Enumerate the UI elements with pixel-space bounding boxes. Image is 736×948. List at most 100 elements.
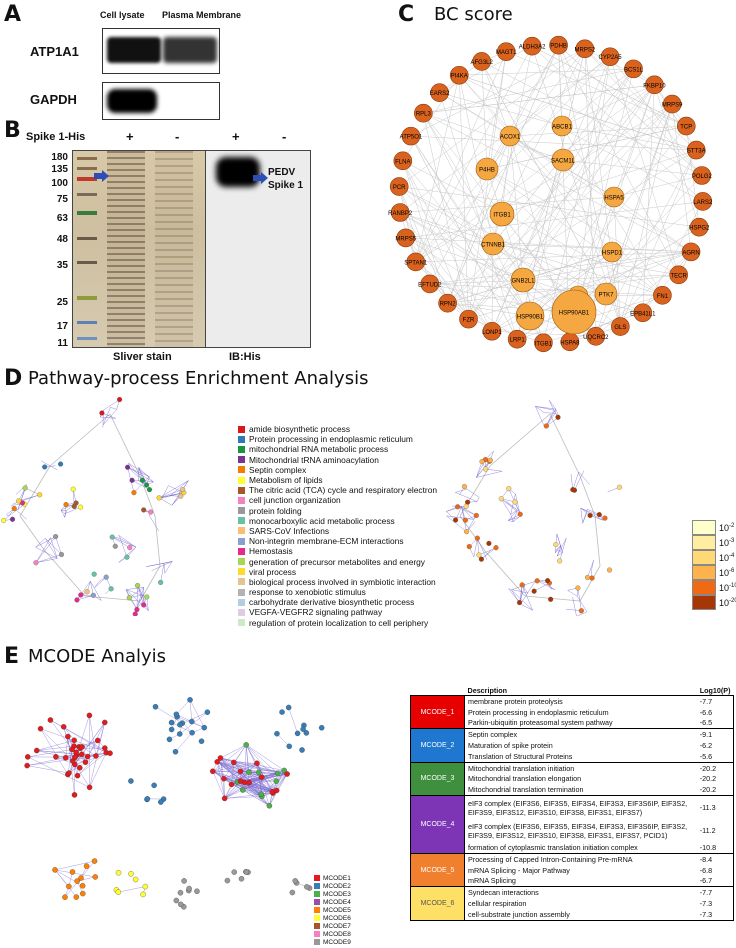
legend-item: Metabolism of lipids [238,475,437,485]
legend-label: Metabolism of lipids [249,475,323,486]
node-label: ALDH3A2 [519,45,546,51]
mcode-title: MCODE Analyis [28,646,167,667]
node-label: HSP90B1 [517,315,544,321]
blot-gapdh [102,82,220,120]
description-cell: mRNA Splicing [463,875,697,888]
legend-label: MCODE6 [323,914,351,922]
arrow-silver [94,170,109,182]
node-outer [676,116,696,136]
scale-color [692,565,716,580]
legend-item: mitochondrial RNA metabolic process [238,444,437,454]
sign-3: + [232,129,240,144]
legend-label: MCODE8 [323,930,351,938]
node-label: RPL3 [416,112,432,118]
node-outer [482,321,502,341]
description-cell: cellular respiration [463,898,697,909]
ib-his-label: IB:His [229,351,261,363]
node-label: STT3A [687,149,706,155]
legend-label: SARS-CoV Infections [249,525,330,536]
description-cell: Mitochondrial translation initiation [463,762,697,774]
legend-item: Septin complex [238,465,437,475]
legend-label: monocarboxylic acid metabolic process [249,515,395,526]
node-label: LONP1 [482,330,502,336]
node-outer [692,166,712,185]
description-cell: cell-substrate junction assembly [463,908,697,921]
node-label: RPN2 [440,302,457,308]
marker-11: 11 [57,338,68,349]
legend-label: response to xenobiotic stimulus [249,587,366,598]
header-description: Description [464,686,697,696]
legend-swatch [238,588,245,596]
legend-swatch [238,619,245,627]
mcode-legend-item: MCODE9 [314,938,351,946]
node-label: CTNNB1 [481,243,506,249]
col-plasma-membrane: Plasma Membrane [162,10,242,20]
table-row: formation of cytoplasmic translation ini… [411,842,734,854]
scale-color [692,550,716,565]
node-outer [522,36,542,56]
log10p-cell: -11.2 [696,819,734,843]
description-cell: Processing of Capped Intron-Containing P… [463,853,697,865]
pathway-network-clusters [1,396,189,616]
node-label: SACM1L [551,159,576,165]
log10p-cell: -9.1 [696,728,734,741]
legend-swatch [238,598,245,606]
legend-swatch [238,425,245,433]
node-label: PDHB [550,44,567,50]
log10p-cell: -7.3 [696,908,734,921]
node-label: MRPS5 [395,236,416,242]
scale-step: 10-10 [692,580,736,595]
node-outer [645,75,664,95]
node-outer [414,103,433,123]
node-label: ABCB1 [552,125,572,131]
node-label: SPTAN1 [404,260,428,266]
legend-label: cell junction organization [249,495,341,506]
node-label: ITGB1 [493,213,511,219]
legend-label: Non-integrin membrane-ECM interactions [249,536,404,547]
node-label: HSPG2 [689,226,710,232]
bc-network: PDHBMRPS2CYP2A5BCS1LFKBP10MRPS9TCPSTT3AP… [388,35,713,353]
node-label: FN1 [657,294,669,300]
description-cell: Translation of Structural Proteins [463,750,697,763]
node-outer [633,303,653,323]
scale-step: 10-6 [692,565,736,580]
legend-label: VEGFA-VEGFR2 signaling pathway [249,607,383,618]
mcode-group-cell: MCODE_6 [410,886,465,921]
mcode-legend-item: MCODE6 [314,914,351,922]
log10p-cell: -10.8 [696,842,734,854]
scale-label: 10-20 [719,597,736,608]
log10p-cell: -7.7 [696,695,734,707]
pathway-network-pvalue [445,400,623,616]
spike1-label: Spike 1 [268,180,304,191]
legend-swatch [238,507,245,515]
legend-item: Non-integrin membrane-ECM interactions [238,536,437,546]
node-outer [669,265,688,285]
header-log10p: Log10(P) [696,686,734,696]
node-label: RANBP2 [388,211,413,217]
legend-label: The citric acid (TCA) cycle and respirat… [249,485,438,496]
description-cell: Parkin-ubiquitin proteasomal system path… [463,717,697,730]
node-outer [430,83,449,102]
node-label: PCR [393,185,406,191]
legend-swatch [314,923,320,929]
legend-label: MCODE5 [323,906,351,914]
node-outer [406,252,426,272]
legend-label: mitochondrial RNA metabolic process [249,444,389,455]
description-cell: Septin complex [463,728,697,741]
pedv-label: PEDV [268,167,296,178]
scale-color [692,520,716,535]
log10p-cell: -6.6 [696,706,734,718]
legend-label: MCODE3 [323,890,351,898]
node-label: GNB2L1 [511,279,535,285]
row-gapdh: GAPDH [30,92,77,107]
legend-item: Protein processing in endoplasmic reticu… [238,434,437,444]
scale-step: 10-2 [692,520,736,535]
node-label: PI4KA [451,74,468,80]
node-label: AFG3L2 [470,60,493,66]
table-row: Translation of Structural Proteins-5.6 [411,750,734,763]
mcode-group-cell: MCODE_5 [410,852,465,888]
scale-label: 10-2 [719,522,735,533]
blot-atp1a1 [102,28,220,74]
